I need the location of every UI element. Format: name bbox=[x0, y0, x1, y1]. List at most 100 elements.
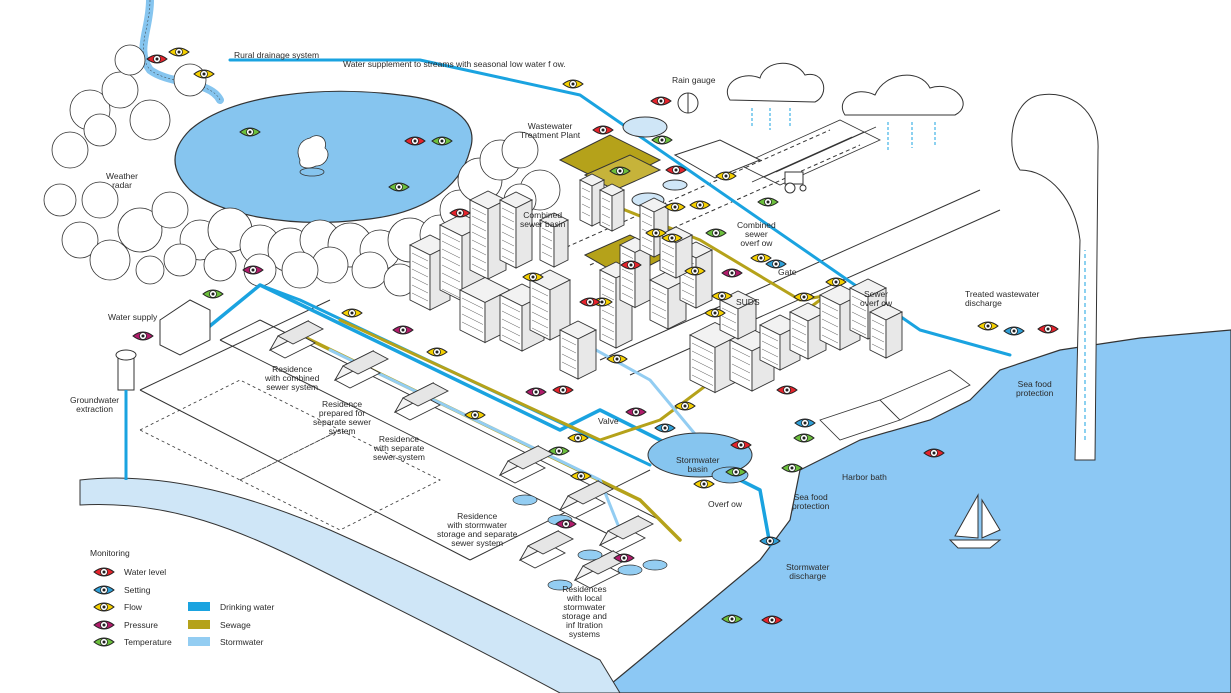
label-res-prepared-line3: separate sewer bbox=[313, 416, 372, 427]
tractor bbox=[784, 171, 807, 194]
house bbox=[598, 514, 654, 554]
label-combined-overflow-line3: overf ow bbox=[740, 237, 773, 248]
house bbox=[518, 529, 574, 569]
legend-label: Stormwater bbox=[220, 637, 264, 647]
temperature-sensor-icon bbox=[239, 127, 261, 137]
label-stormwater-basin: Stormwater basin bbox=[676, 456, 719, 474]
water-level-sensor-icon bbox=[552, 385, 574, 395]
label-res-local-line3: stormwater bbox=[563, 601, 606, 612]
residences bbox=[268, 319, 654, 589]
flow-sensor-icon bbox=[570, 471, 592, 481]
infiltration-basin bbox=[547, 579, 573, 591]
label-res-storage: Residence with stormwater storage and se… bbox=[437, 512, 517, 548]
label-rural-drainage: Rural drainage system bbox=[234, 50, 320, 60]
water-level-sensor-icon bbox=[650, 96, 672, 106]
pressure-sensor-icon bbox=[555, 519, 577, 529]
flow-sensor-icon bbox=[689, 200, 711, 210]
building bbox=[598, 183, 626, 232]
temperature-sensor-icon bbox=[548, 446, 570, 456]
temperature-sensor-icon bbox=[781, 463, 803, 473]
tree bbox=[203, 248, 237, 282]
house bbox=[333, 349, 389, 389]
pressure-sensor-icon bbox=[392, 325, 414, 335]
water-level-sensor-icon bbox=[592, 125, 614, 135]
water-level-sensor-icon bbox=[665, 165, 687, 175]
label-res-local-line1: Residences bbox=[562, 584, 607, 594]
legend-label: Temperature bbox=[124, 637, 172, 647]
legend-label: Water level bbox=[124, 567, 167, 577]
flow-sensor-icon bbox=[750, 253, 772, 263]
tree bbox=[81, 181, 119, 219]
flow-sensor-icon bbox=[693, 479, 715, 489]
tree bbox=[101, 71, 139, 109]
setting-sensor-icon bbox=[794, 418, 816, 428]
city bbox=[408, 173, 904, 394]
pressure-sensor-icon bbox=[525, 387, 547, 397]
label-rain-gauge: Rain gauge bbox=[672, 75, 716, 85]
label-res-local-line5: inf ltration bbox=[566, 619, 603, 630]
label-weather-radar-line1: Weather bbox=[106, 171, 138, 181]
sailboat bbox=[948, 493, 1002, 549]
tree bbox=[43, 183, 77, 217]
label-res-local-line6: systems bbox=[568, 628, 601, 639]
label-groundwater-line2: extraction bbox=[76, 403, 113, 414]
infiltration-basin bbox=[617, 564, 643, 576]
label-combined-overflow-line1: Combined bbox=[737, 220, 776, 230]
building bbox=[498, 191, 534, 269]
tree bbox=[163, 243, 197, 277]
flow-sensor-icon bbox=[711, 291, 733, 301]
flow-sensor-icon bbox=[977, 321, 999, 331]
label-stormwater-basin-line1: Stormwater bbox=[676, 455, 720, 465]
label-weather-radar: Weather radar bbox=[106, 172, 138, 190]
tree bbox=[114, 44, 146, 76]
label-res-local-line2: with local bbox=[566, 592, 602, 603]
label-res-storage-line4: sewer system bbox=[451, 537, 504, 548]
label-combined-overflow: Combined sewer overf ow bbox=[737, 221, 776, 248]
water-plume bbox=[1011, 93, 1099, 461]
label-seafood-2-line2: protection bbox=[792, 500, 830, 511]
river bbox=[79, 477, 621, 693]
sea bbox=[599, 329, 1231, 693]
legend-label: Flow bbox=[124, 602, 142, 612]
label-res-separate: Residence with separate sewer system bbox=[373, 435, 425, 462]
pressure-sensor-icon bbox=[242, 265, 264, 275]
tree bbox=[173, 63, 207, 97]
clouds bbox=[726, 62, 964, 116]
house bbox=[498, 444, 554, 484]
label-res-prepared-line1: Residence bbox=[321, 399, 363, 409]
setting-sensor-icon bbox=[765, 259, 787, 269]
flow-sensor-icon bbox=[562, 79, 584, 89]
label-storm-discharge: Stormwater discharge bbox=[786, 563, 829, 581]
rain-gauge bbox=[677, 92, 699, 114]
tree bbox=[151, 191, 189, 229]
label-res-separate-line1: Residence bbox=[378, 434, 420, 444]
flow-sensor-icon bbox=[704, 308, 726, 318]
building bbox=[558, 320, 598, 380]
tree bbox=[135, 255, 165, 285]
label-res-combined-line2: with combined bbox=[265, 372, 320, 383]
label-res-separate-line2: with separate bbox=[373, 442, 425, 453]
lots bbox=[139, 379, 441, 531]
flow-sensor-icon bbox=[426, 347, 448, 357]
label-res-local: Residences with local stormwater storage… bbox=[562, 585, 607, 639]
pressure-sensor-icon bbox=[613, 553, 635, 563]
stormwater-basin bbox=[647, 432, 753, 478]
flow-sensor-icon bbox=[341, 308, 363, 318]
water-supply-building bbox=[159, 299, 211, 356]
groundwater-well bbox=[115, 349, 137, 480]
label-res-local-line4: storage and bbox=[562, 610, 607, 621]
tree bbox=[129, 99, 171, 141]
water-level-sensor-icon bbox=[579, 297, 601, 307]
legend-swatch bbox=[188, 619, 210, 629]
harbor-pier bbox=[819, 369, 971, 441]
eye-icon bbox=[93, 602, 115, 612]
label-sewer-overflow-line1: Sewer bbox=[864, 289, 889, 299]
building bbox=[578, 173, 606, 227]
label-res-combined-line3: sewer system bbox=[266, 381, 319, 392]
flow-sensor-icon bbox=[684, 266, 706, 276]
label-storm-discharge-line2: discharge bbox=[789, 570, 827, 581]
pressure-sensor-icon bbox=[721, 268, 743, 278]
water-level-sensor-icon bbox=[449, 208, 471, 218]
legend-label: Pressure bbox=[124, 619, 159, 630]
